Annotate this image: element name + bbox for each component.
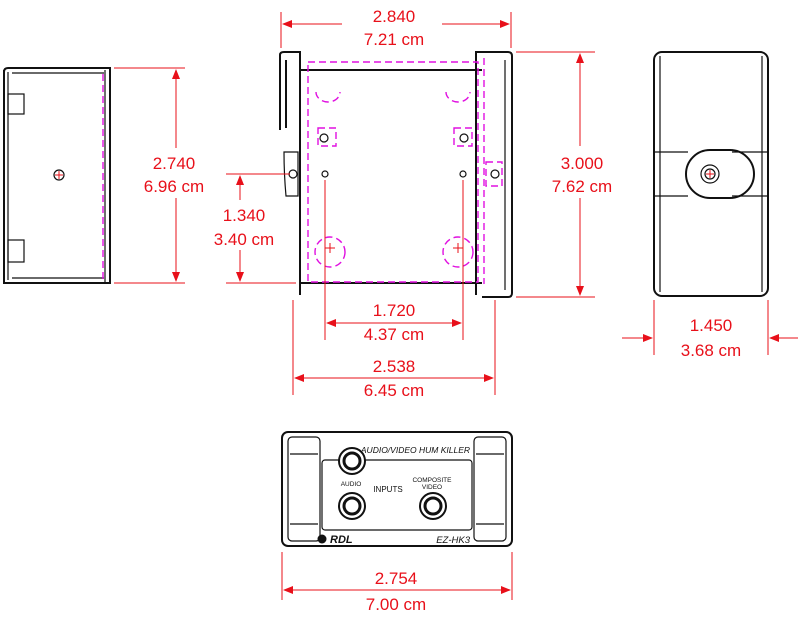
dimension-mount-offset: 1.340 3.40 cm [214, 173, 296, 284]
right-height-inches: 3.000 [561, 154, 604, 173]
left-height-cm: 6.96 cm [144, 177, 204, 196]
left-height-inches: 2.740 [153, 154, 196, 173]
dimension-right-height: 3.000 7.62 cm [516, 51, 612, 298]
video-label-line1: COMPOSITE [412, 477, 452, 484]
audio-jack-top-icon [338, 447, 366, 475]
panel-title: AUDIO/VIDEO HUM KILLER [360, 445, 470, 455]
mount-offset-cm: 3.40 cm [214, 230, 274, 249]
base-width-inches: 2.538 [373, 357, 416, 376]
mount-offset-inches: 1.340 [223, 206, 266, 225]
dimension-top-width: 2.840 7.21 cm [280, 7, 512, 49]
end-view [653, 51, 769, 297]
depth-cm: 3.68 cm [681, 341, 741, 360]
top-width-inches: 2.840 [373, 7, 416, 26]
video-jack-icon [419, 492, 447, 520]
audio-label: AUDIO [341, 481, 362, 488]
audio-jack-icon [338, 492, 366, 520]
front-width-inches: 2.754 [375, 569, 418, 588]
video-label-line2: VIDEO [422, 484, 442, 491]
right-height-cm: 7.62 cm [552, 177, 612, 196]
screw-hole-icon [288, 133, 500, 179]
dimension-base-width: 2.538 6.45 cm [292, 300, 496, 400]
dimension-depth: 1.450 3.68 cm [622, 300, 798, 360]
base-width-cm: 6.45 cm [364, 381, 424, 400]
dimension-front-width: 2.754 7.00 cm [281, 552, 513, 614]
dimension-left-height: 2.740 6.96 cm [114, 67, 204, 284]
inputs-label: INPUTS [373, 485, 402, 494]
front-width-cm: 7.00 cm [366, 595, 426, 614]
top-width-cm: 7.21 cm [364, 30, 424, 49]
bottom-view [279, 51, 513, 298]
brand-dot-icon [317, 534, 327, 544]
side-view [3, 67, 111, 284]
brand-logo: RDL [330, 534, 353, 546]
mounting-hole-icon [700, 164, 720, 184]
model-number: EZ-HK3 [436, 535, 471, 546]
hole-spacing-cm: 4.37 cm [364, 325, 424, 344]
front-view: AUDIO/VIDEO HUM KILLER INPUTS AUDIO COMP… [281, 431, 513, 547]
hole-spacing-inches: 1.720 [373, 301, 416, 320]
dimension-hole-spacing: 1.720 4.37 cm [324, 180, 464, 344]
mounting-hole-icon [53, 169, 65, 181]
depth-inches: 1.450 [690, 316, 733, 335]
